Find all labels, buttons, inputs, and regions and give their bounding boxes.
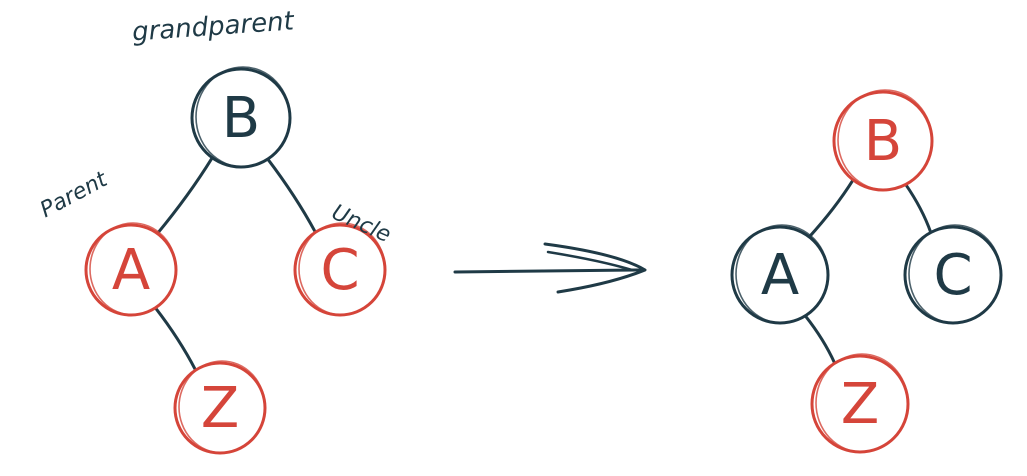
before-edge-B-C — [266, 157, 317, 234]
before-node-B: B — [190, 66, 292, 169]
after-node-B-sketch — [837, 89, 933, 191]
before-node-A-label: A — [112, 238, 150, 303]
before-node-A: A — [84, 222, 178, 317]
before-edge-A-Z — [153, 306, 198, 372]
before-node-Z: Z — [173, 360, 267, 455]
before-node-B-label: B — [222, 86, 260, 151]
before-node-C-label: C — [320, 238, 359, 303]
after-node-Z-sketch — [815, 353, 909, 453]
after-node-A: A — [730, 224, 830, 325]
before-node-A-sketch — [89, 222, 177, 316]
before-edge-B-A — [155, 156, 214, 236]
before-node-Z-label: Z — [201, 376, 239, 441]
after-node-C-sketch — [908, 224, 1002, 324]
after-node-Z: Z — [810, 353, 910, 454]
transform-arrow — [453, 242, 647, 294]
before-tree: B A C Z — [84, 66, 387, 455]
before-node-B-sketch — [195, 66, 291, 168]
after-node-Z-label: Z — [841, 372, 879, 437]
after-node-A-sketch — [735, 224, 829, 324]
after-node-A-label: A — [761, 243, 799, 308]
after-node-B: B — [832, 89, 934, 192]
before-node-C: C — [293, 222, 387, 317]
after-edges — [803, 178, 933, 365]
after-node-C-label: C — [933, 243, 972, 308]
after-edge-B-C — [904, 182, 933, 234]
before-edges — [153, 156, 317, 372]
after-edge-A-Z — [803, 314, 837, 365]
before-node-Z-sketch — [178, 360, 266, 454]
after-tree: B A CZ — [730, 89, 1003, 454]
after-node-C: C — [903, 224, 1003, 325]
after-edge-B-A — [807, 178, 855, 239]
before-node-C-sketch — [298, 222, 386, 316]
after-node-B-label: B — [864, 109, 902, 174]
